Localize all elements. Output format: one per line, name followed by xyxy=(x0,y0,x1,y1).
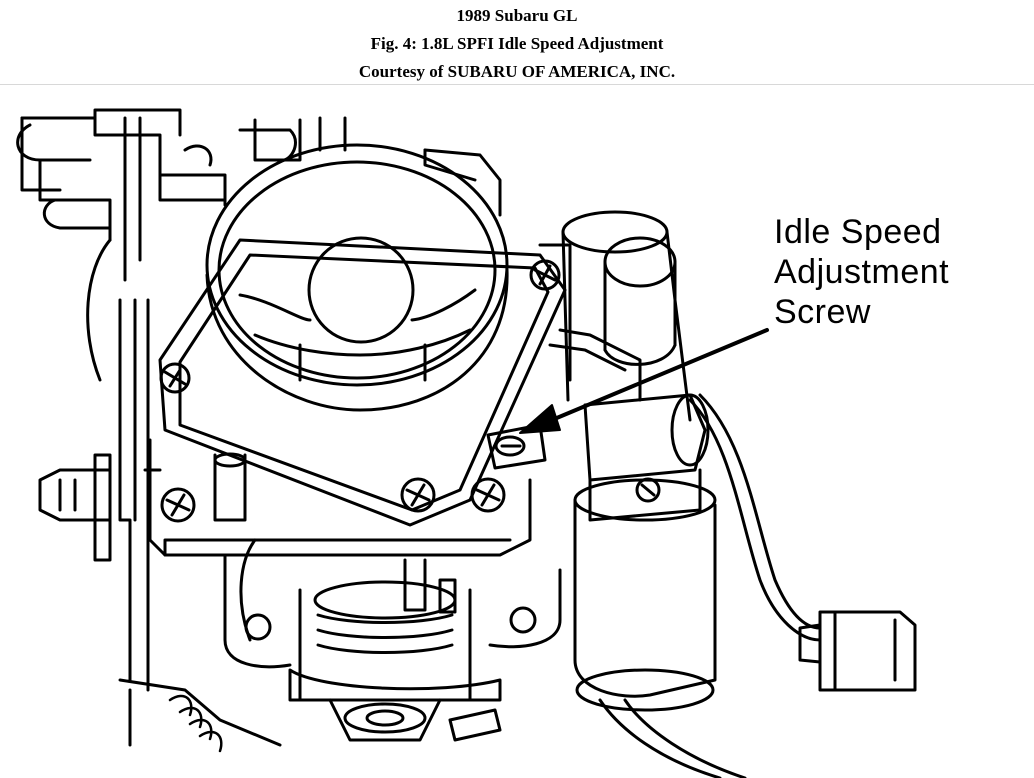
air-inlet-tube xyxy=(205,143,509,412)
callout-line-1: Idle Speed xyxy=(774,213,942,251)
callout-line-3: Screw xyxy=(774,293,871,331)
air-inlet-flange xyxy=(158,238,567,527)
return-spring xyxy=(168,694,223,753)
throttle-linkage xyxy=(288,558,502,742)
upper-manifold-bracket xyxy=(16,108,347,282)
electrical-connector xyxy=(798,610,917,692)
courtesy-credit: Courtesy of SUBARU OF AMERICA, INC. xyxy=(358,62,676,81)
vehicle-title: 1989 Subaru GL xyxy=(456,6,578,25)
figure-header: 1989 Subaru GL Fig. 4: 1.8L SPFI Idle Sp… xyxy=(0,0,1034,85)
wiring-harness xyxy=(598,393,822,778)
idle-speed-adjustment-screw xyxy=(486,423,547,470)
idle-control-solenoid xyxy=(573,393,717,712)
coolant-pipe-fitting xyxy=(538,210,692,422)
callout-line-2: Adjustment xyxy=(774,253,950,291)
throttle-body-housing xyxy=(148,438,562,669)
flange-screws xyxy=(159,259,561,523)
figure-caption: Fig. 4: 1.8L SPFI Idle Speed Adjustment xyxy=(370,34,664,53)
callout-leader-arrow xyxy=(519,328,769,434)
idle-speed-screw-label: Idle Speed Adjustment Screw xyxy=(774,212,949,332)
side-mounting-bracket xyxy=(38,238,282,747)
